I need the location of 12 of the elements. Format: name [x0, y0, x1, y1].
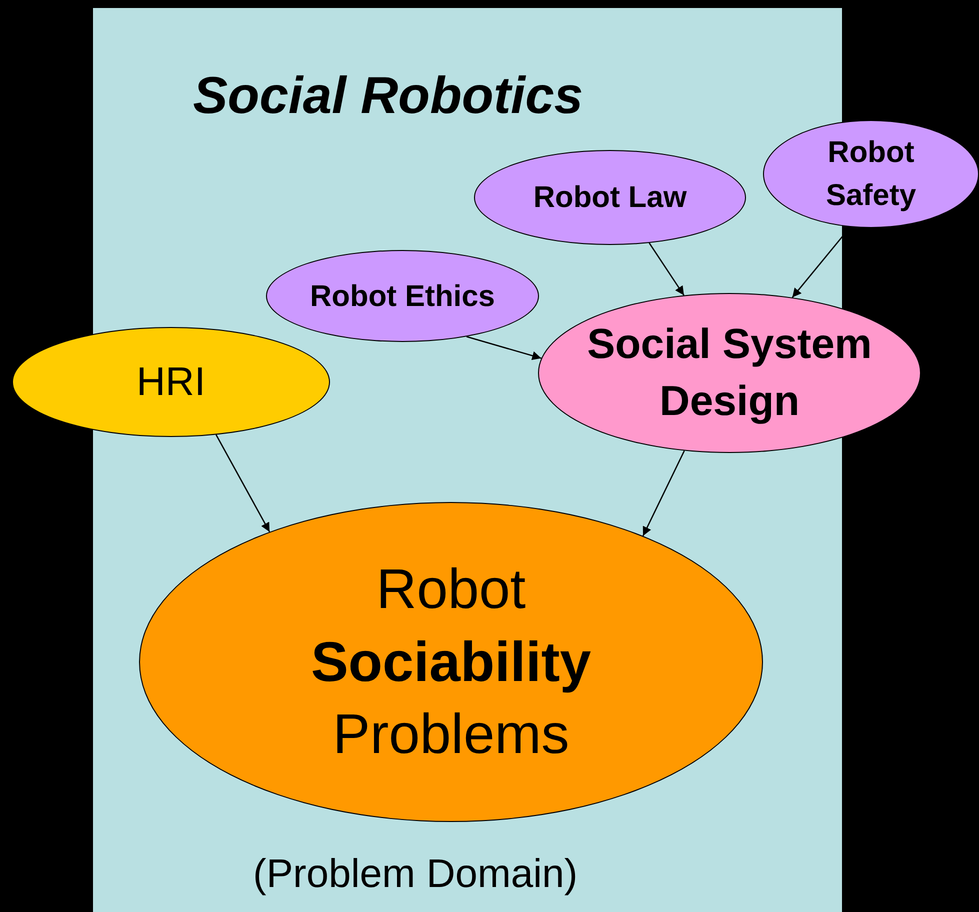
- node-label: Social Robotics: [193, 70, 584, 122]
- node-label: Robot Ethics: [310, 278, 495, 314]
- node-label: Social System Design: [586, 319, 873, 426]
- node-label: Robot Law: [533, 180, 687, 216]
- node-label: Robot Safety: [824, 134, 918, 214]
- arrow: [216, 434, 270, 532]
- node-label: (Problem Domain): [253, 854, 578, 894]
- arrow: [642, 450, 685, 536]
- node-label: HRI: [136, 359, 206, 406]
- arrow: [648, 242, 684, 296]
- arrow: [466, 336, 542, 360]
- node-label: Robot Sociability Problems: [310, 556, 592, 768]
